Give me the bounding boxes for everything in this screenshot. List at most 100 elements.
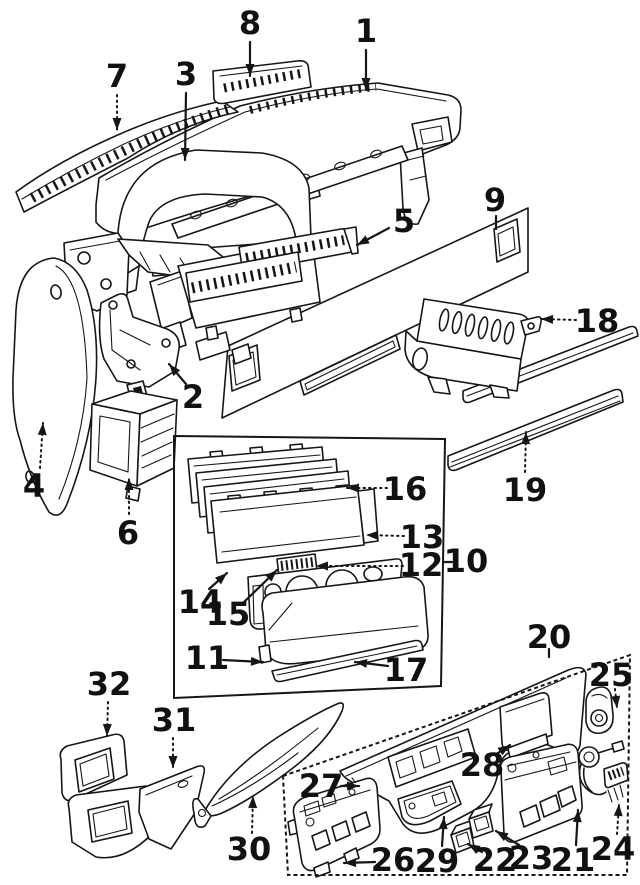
- arrowhead-icon: [248, 796, 258, 809]
- part-trim-strip-17: [272, 641, 423, 682]
- callout-number-26: 26: [371, 841, 416, 879]
- callout-number-10: 10: [444, 542, 489, 580]
- callout-15: 15: [206, 570, 277, 633]
- callout-number-4: 4: [23, 467, 45, 505]
- callout-number-22: 22: [473, 841, 518, 879]
- callout-number-1: 1: [355, 12, 377, 50]
- arrowhead-icon: [496, 831, 509, 842]
- callout-20: 20: [527, 618, 572, 657]
- callout-12: 12: [316, 546, 443, 584]
- callout-number-5: 5: [393, 202, 415, 240]
- callout-8: 8: [239, 4, 261, 76]
- callout-number-28: 28: [460, 746, 505, 784]
- callout-31: 31: [152, 701, 197, 768]
- callout-1: 1: [355, 12, 377, 90]
- callout-number-14: 14: [178, 583, 223, 621]
- callout-23: 23: [496, 831, 553, 877]
- callout-27: 27: [299, 767, 359, 805]
- callout-number-20: 20: [527, 618, 572, 656]
- callout-18: 18: [541, 302, 619, 340]
- arrowhead-icon: [438, 817, 448, 830]
- arrowhead-icon: [468, 844, 481, 854]
- arrowhead-icon: [572, 810, 582, 823]
- callout-number-30: 30: [227, 830, 272, 868]
- callout-number-21: 21: [551, 841, 596, 879]
- callout-number-31: 31: [152, 701, 197, 739]
- callout-number-27: 27: [299, 767, 344, 805]
- callout-number-11: 11: [185, 639, 230, 677]
- part-center-vent-5: [178, 227, 358, 340]
- part-vent-register-6: [90, 391, 177, 501]
- arrowhead-icon: [168, 756, 178, 768]
- callout-5: 5: [357, 202, 415, 245]
- callout-number-29: 29: [415, 842, 460, 880]
- callout-10: 10: [443, 542, 488, 580]
- part-switch-panel-21: [500, 744, 582, 842]
- callout-3: 3: [175, 55, 197, 160]
- arrowhead-icon: [355, 658, 368, 668]
- arrowhead-icon: [613, 804, 623, 817]
- part-kick-panel-lower: [68, 786, 160, 858]
- arrowhead-icon: [250, 656, 263, 666]
- part-tray-29: [398, 781, 461, 825]
- part-bin-28: [500, 693, 552, 758]
- callout-2: 2: [169, 364, 204, 416]
- arrowhead-icon: [497, 745, 510, 756]
- arrowhead-icon: [541, 314, 554, 324]
- part-switch-23: [469, 804, 493, 838]
- callout-24: 24: [591, 804, 636, 868]
- callout-4: 4: [23, 423, 47, 505]
- arrowhead-icon: [361, 78, 371, 90]
- arrowhead-icon: [366, 530, 379, 540]
- callout-25: 25: [589, 656, 634, 708]
- part-switch-22: [451, 820, 474, 853]
- arrowhead-icon: [112, 118, 122, 130]
- callout-number-2: 2: [182, 378, 204, 416]
- callout-22: 22: [468, 841, 517, 879]
- callout-32: 32: [87, 665, 131, 736]
- callout-13: 13: [366, 518, 444, 556]
- callout-number-25: 25: [589, 656, 634, 694]
- callout-30: 30: [227, 796, 272, 868]
- callout-number-12: 12: [399, 546, 444, 584]
- callout-17: 17: [355, 651, 428, 689]
- arrowhead-icon: [124, 478, 134, 490]
- callout-number-15: 15: [206, 595, 251, 633]
- part-knob-25: [586, 687, 613, 733]
- arrowhead-icon: [102, 723, 112, 736]
- callout-leader: [366, 535, 404, 536]
- callout-leader: [617, 804, 619, 834]
- callout-number-13: 13: [400, 518, 445, 556]
- part-vent-grille-8: [213, 61, 311, 104]
- callout-number-23: 23: [509, 839, 554, 877]
- callout-7: 7: [106, 57, 128, 130]
- arrowhead-icon: [347, 781, 359, 791]
- part-defroster-grille-7: [16, 101, 238, 212]
- arrowhead-icon: [180, 147, 190, 160]
- part-cluster-case-13: [211, 485, 378, 563]
- callout-number-7: 7: [106, 57, 128, 95]
- part-switch-panel-26: [288, 778, 380, 877]
- callout-number-6: 6: [117, 514, 139, 552]
- part-pillar-trim-30: [193, 703, 343, 827]
- callout-19: 19: [503, 432, 547, 509]
- callout-number-3: 3: [175, 55, 197, 93]
- part-kick-panel-31: [139, 766, 204, 849]
- part-cluster-cover-11: [259, 577, 428, 664]
- part-wiring-harness-24: [579, 741, 628, 802]
- callout-26: 26: [344, 841, 415, 879]
- arrowhead-icon: [37, 423, 47, 436]
- arrowhead-icon: [347, 483, 359, 493]
- callout-6: 6: [117, 478, 139, 552]
- arrowhead-icon: [357, 235, 370, 245]
- part-side-panel-4: [13, 258, 97, 515]
- callout-16: 16: [347, 470, 427, 508]
- callout-number-24: 24: [591, 830, 636, 868]
- callout-number-9: 9: [484, 181, 506, 219]
- arrowhead-icon: [265, 570, 277, 582]
- arrowhead-icon: [215, 573, 227, 585]
- arrowhead-icon: [344, 858, 357, 868]
- part-bezel-32: [60, 734, 127, 800]
- arrowhead-icon: [316, 561, 328, 571]
